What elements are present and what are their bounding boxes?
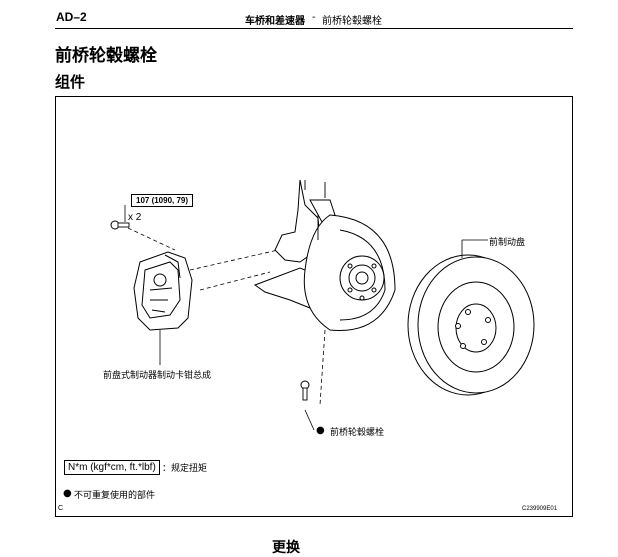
figure-corner-letter: C — [58, 505, 64, 512]
legend-marker: ● — [63, 488, 72, 499]
next-section-heading: 更换 — [272, 540, 300, 556]
label-front-brake-disc: 前制动盘 — [489, 238, 526, 248]
page-title: 前桥轮毂螺栓 — [55, 46, 157, 66]
torque-unit-box: N*m (kgf*cm, ft.*lbf) — [64, 460, 160, 475]
bolt-leader — [304, 409, 315, 431]
header-topic: 前桥轮毂螺栓 — [322, 16, 382, 27]
non-reusable-marker: ● — [316, 425, 325, 436]
label-hub-bolt: 前桥轮毂螺栓 — [330, 428, 385, 438]
brake-caliper-drawing — [133, 251, 193, 331]
bolt-quantity: x 2 — [128, 212, 142, 223]
knuckle-hub-drawing — [253, 179, 396, 331]
torque-spec-box: 107 (1090, 79) — [131, 194, 194, 207]
header-separator: - — [312, 12, 316, 23]
section-title: 组件 — [55, 73, 86, 91]
hub-bolt-icon — [300, 380, 310, 401]
page-code: AD–2 — [56, 10, 87, 24]
non-reusable-legend-text: 不可重复使用的部件 — [74, 491, 156, 501]
header-section: 车桥和差速器 — [245, 16, 305, 27]
torque-legend-text: ：规定扭矩 — [162, 464, 208, 474]
header-rule — [55, 28, 573, 29]
figure-code: C239909E01 — [522, 506, 558, 512]
wheel-speed-sensor-drawing — [304, 180, 326, 240]
label-brake-caliper: 前盘式制动器制动卡钳总成 — [103, 371, 212, 381]
component-figure-frame — [55, 96, 573, 517]
brake-disc-drawing — [407, 254, 535, 396]
caliper-bolt-icon — [110, 220, 130, 230]
